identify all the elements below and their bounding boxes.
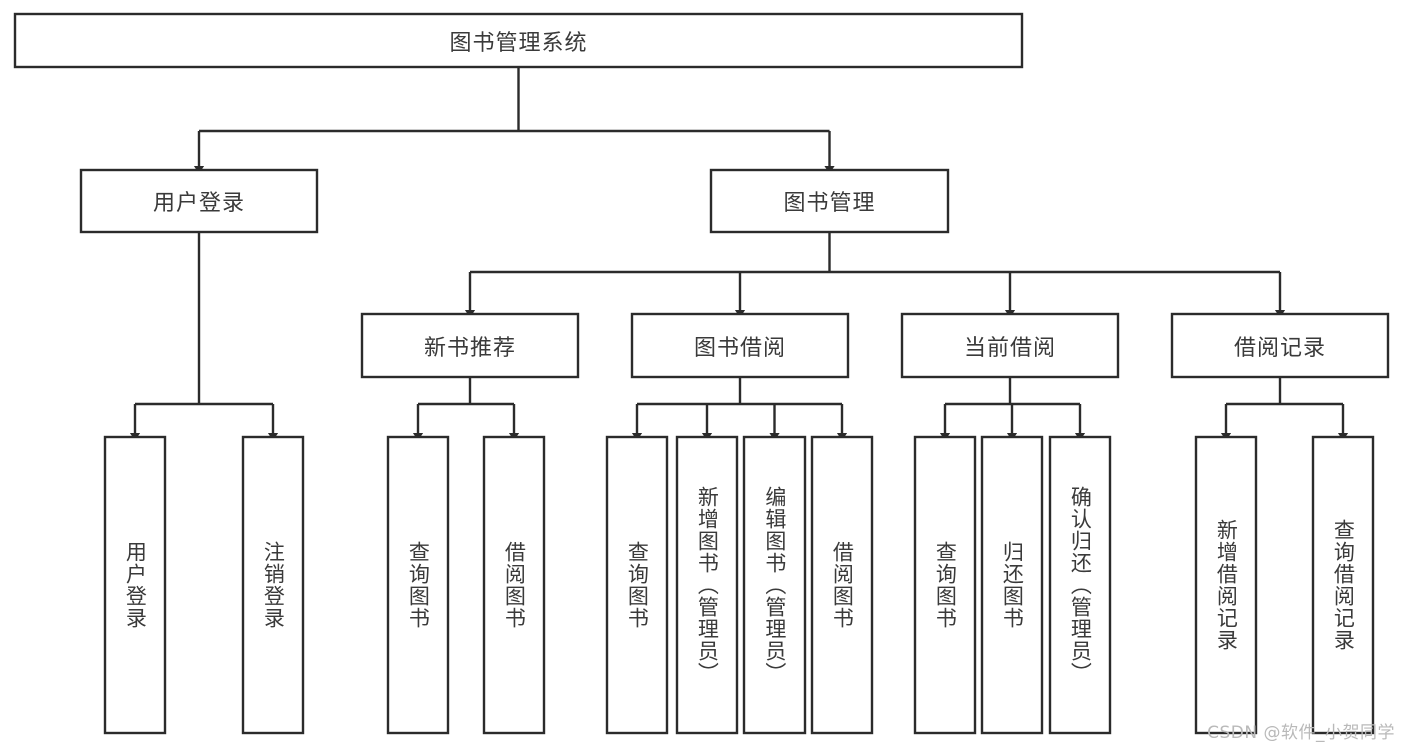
node-box-leaf-return-book[interactable] xyxy=(980,435,1044,735)
node-box-leaf-query-book-recommend[interactable] xyxy=(386,435,450,735)
node-box-leaf-borrow-book[interactable] xyxy=(810,435,874,735)
node-box-new-book-recommend[interactable] xyxy=(360,312,580,379)
node-box-borrow-record[interactable] xyxy=(1170,312,1390,379)
edges-layer xyxy=(129,67,1349,441)
node-box-root[interactable] xyxy=(13,12,1024,69)
csdn-watermark: CSDN @软件_小贺同学 xyxy=(1207,723,1395,743)
node-box-leaf-logout-login[interactable] xyxy=(241,435,305,735)
nodes-layer xyxy=(13,12,1390,735)
node-box-leaf-query-borrow-record[interactable] xyxy=(1311,435,1375,735)
node-box-current-borrow[interactable] xyxy=(900,312,1120,379)
node-box-leaf-query-book-current[interactable] xyxy=(913,435,977,735)
node-box-user-login[interactable] xyxy=(79,168,319,234)
node-box-leaf-borrow-book-recommend[interactable] xyxy=(482,435,546,735)
node-box-book-management[interactable] xyxy=(709,168,950,234)
node-box-leaf-add-borrow-record[interactable] xyxy=(1194,435,1258,735)
node-box-book-borrow[interactable] xyxy=(630,312,850,379)
node-box-leaf-add-book-admin[interactable] xyxy=(675,435,739,735)
node-box-leaf-edit-book-admin[interactable] xyxy=(742,435,807,735)
node-box-leaf-user-login[interactable] xyxy=(103,435,167,735)
node-box-leaf-confirm-return-admin[interactable] xyxy=(1048,435,1112,735)
node-box-leaf-query-book-borrow[interactable] xyxy=(605,435,669,735)
